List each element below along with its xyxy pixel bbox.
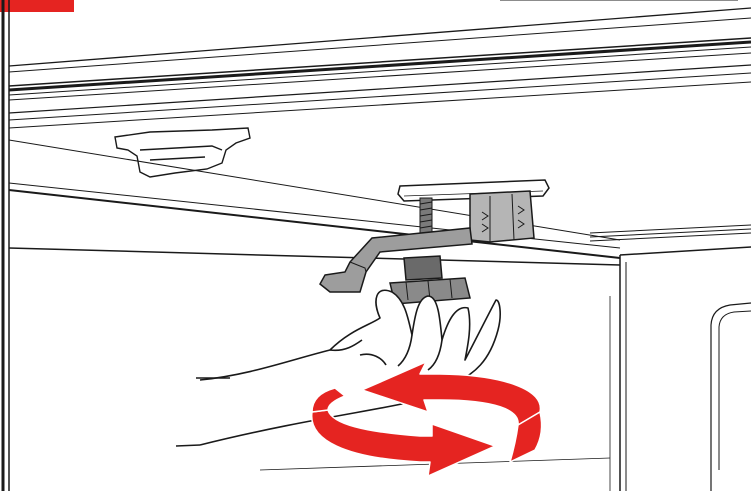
ceiling-rail xyxy=(9,0,751,128)
mounting-bracket-icon xyxy=(320,180,549,304)
left-frame-edge xyxy=(3,0,9,491)
rail-clip xyxy=(115,128,250,177)
